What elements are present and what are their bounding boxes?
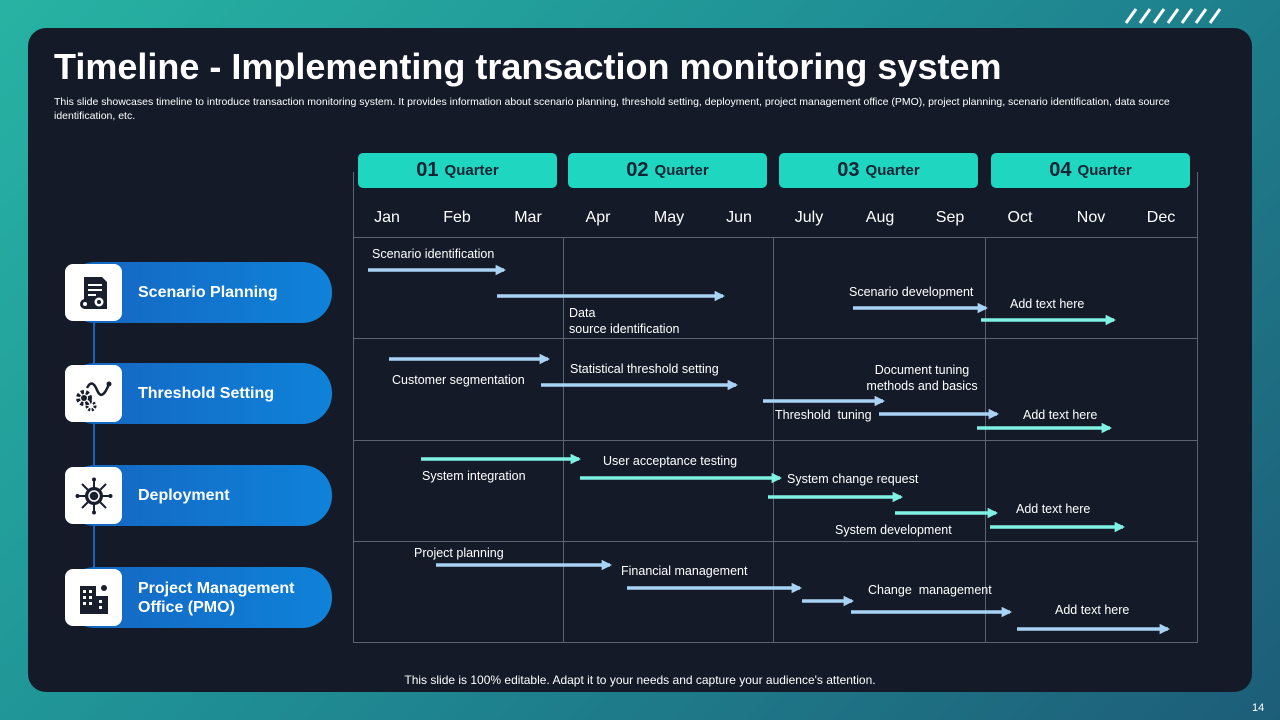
grid-line	[353, 172, 354, 643]
quarter-header-4: 04 Quarter	[991, 153, 1190, 188]
task-label: Data source identification	[569, 305, 679, 337]
grid-line	[353, 541, 1198, 542]
task-label: Threshold tuning	[775, 408, 872, 422]
month-label: Dec	[1146, 209, 1176, 226]
decorative-stripes	[1124, 8, 1222, 24]
task-label: Add text here	[1055, 603, 1130, 617]
task-label: System change request	[787, 472, 919, 486]
grid-line	[353, 237, 1198, 238]
month-label: Mar	[514, 209, 542, 226]
page-number: 14	[1252, 702, 1265, 714]
quarter-header-2: 02 Quarter	[568, 153, 767, 188]
task-label-line: Data source identification	[569, 306, 680, 336]
quarter-number: 01	[416, 159, 439, 181]
grid-line	[1197, 172, 1198, 643]
month-label: May	[653, 209, 685, 226]
task-label: User acceptance testing	[603, 454, 738, 468]
document-gear-icon	[65, 264, 122, 321]
month-label: Jun	[726, 209, 752, 226]
task-label: Document tuning methods and basics	[866, 363, 978, 393]
task-label: Project planning	[414, 546, 504, 560]
footer-note: This slide is 100% editable. Adapt it to…	[404, 673, 876, 687]
category-threshold-setting: Threshold Setting	[65, 363, 332, 424]
category-scenario-planning: Scenario Planning	[65, 262, 332, 323]
task-label: Scenario identification	[372, 247, 495, 261]
quarter-label: Quarter	[654, 162, 709, 179]
page-title: Timeline - Implementing transaction moni…	[54, 46, 1002, 87]
category-label: Threshold Setting	[138, 385, 274, 402]
task-label: Change management	[868, 583, 992, 597]
grid-line	[353, 642, 1198, 643]
task-label: Scenario development	[849, 285, 974, 299]
quarter-number: 04	[1049, 159, 1072, 181]
category-connector	[93, 320, 95, 570]
category-label: Project Management Office (PMO)	[138, 579, 295, 616]
quarter-number: 03	[837, 159, 860, 181]
month-label: Oct	[1007, 209, 1033, 226]
task-label: Statistical threshold setting	[570, 362, 719, 376]
category-project-management-office: Project Management Office (PMO)	[65, 567, 332, 628]
task-label: Add text here	[1023, 408, 1098, 422]
quarter-number: 02	[626, 159, 649, 181]
quarter-header-1: 01 Quarter	[358, 153, 557, 188]
quarter-label: Quarter	[865, 162, 920, 179]
task-label: Add text here	[1010, 297, 1085, 311]
gears-chart-icon	[65, 365, 122, 422]
task-label: Add text here	[1016, 502, 1091, 516]
month-label: Feb	[443, 209, 471, 226]
quarter-header-3: 03 Quarter	[779, 153, 978, 188]
month-label: Nov	[1076, 209, 1106, 226]
network-hub-icon	[65, 467, 122, 524]
month-label: July	[794, 209, 824, 226]
quarter-label: Quarter	[444, 162, 499, 179]
month-label: Apr	[585, 209, 611, 226]
page-subtitle: This slide showcases timeline to introdu…	[54, 96, 1170, 122]
quarter-label: Quarter	[1077, 162, 1132, 179]
task-label: System integration	[422, 469, 526, 483]
task-label: System development	[835, 523, 952, 537]
office-building-icon	[65, 569, 122, 626]
category-label: Scenario Planning	[138, 284, 278, 301]
month-label: Jan	[374, 209, 400, 226]
month-label: Aug	[865, 209, 895, 226]
category-label: Deployment	[138, 487, 230, 504]
month-label: Sep	[935, 209, 965, 226]
task-label: Financial management	[621, 564, 748, 578]
task-label: Customer segmentation	[392, 373, 525, 387]
grid-line	[353, 440, 1198, 441]
category-deployment: Deployment	[65, 465, 332, 526]
grid-line	[353, 338, 1198, 339]
